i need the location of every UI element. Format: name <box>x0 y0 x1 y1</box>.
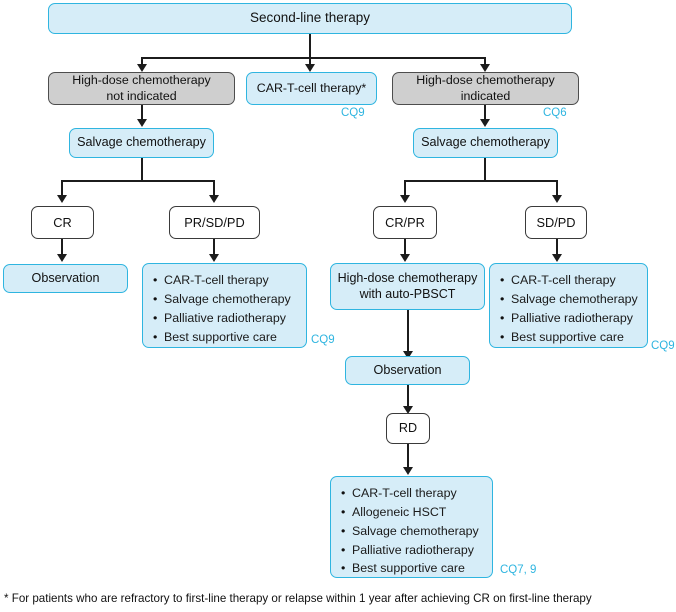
node-observation-left: Observation <box>3 264 128 293</box>
connector-right-crpr-drop <box>404 180 406 196</box>
node-salvage-chemo-left-label: Salvage chemotherapy <box>77 135 206 150</box>
connector-left-to-salvage <box>141 105 143 120</box>
arrowhead-observation-center <box>402 351 413 359</box>
node-car-t-cell-therapy: CAR-T-cell therapy* <box>246 72 377 105</box>
connector-salvage-left-stem <box>141 158 143 181</box>
options-right-list: CAR-T-cell therapy Salvage chemotherapy … <box>500 271 638 346</box>
arrowhead-right-salvage <box>479 119 490 127</box>
connector-drop-center <box>309 57 311 65</box>
list-item: CAR-T-cell therapy <box>500 271 638 290</box>
list-item: CAR-T-cell therapy <box>341 484 483 503</box>
node-cr-label: CR <box>53 214 72 230</box>
connector-right-to-salvage <box>484 105 486 120</box>
options-left-list: CAR-T-cell therapy Salvage chemotherapy … <box>153 271 297 346</box>
node-pr-sd-pd-label: PR/SD/PD <box>184 214 245 230</box>
list-item: Palliative radiotherapy <box>153 309 297 328</box>
arrowhead-left-salvage <box>136 119 147 127</box>
list-item: Best supportive care <box>500 328 638 347</box>
list-item: Salvage chemotherapy <box>500 290 638 309</box>
arrowhead-branch-left <box>136 64 147 72</box>
node-second-line-therapy: Second-line therapy <box>48 3 572 34</box>
connector-left-prsdpd-drop <box>213 180 215 196</box>
connector-left-cr-drop <box>61 180 63 196</box>
arrowhead-options-right <box>551 254 562 262</box>
footnote: * For patients who are refractory to fir… <box>4 592 592 605</box>
connector-rd-to-options-bottom <box>407 444 409 468</box>
node-car-t-cell-therapy-label: CAR-T-cell therapy* <box>256 80 367 95</box>
list-item: Palliative radiotherapy <box>500 309 638 328</box>
node-options-bottom: CAR-T-cell therapy Allogeneic HSCT Salva… <box>330 476 493 578</box>
node-hdc-indicated: High-dose chemotherapy indicated <box>392 72 579 105</box>
node-sd-pd-label: SD/PD <box>536 214 576 230</box>
node-cr-pr-label: CR/PR <box>385 214 425 230</box>
connector-crpr-to-pbsct <box>404 239 406 255</box>
connector-salvage-left-bar <box>61 180 215 182</box>
connector-sdpd-to-options <box>556 239 558 255</box>
connector-pbsct-to-observation <box>407 310 409 352</box>
node-salvage-chemo-right: Salvage chemotherapy <box>413 128 558 158</box>
node-pr-sd-pd: PR/SD/PD <box>169 206 260 239</box>
arrowhead-branch-center <box>304 64 315 72</box>
arrowhead-options-left <box>208 254 219 262</box>
node-hdc-not-indicated: High-dose chemotherapy not indicated <box>48 72 235 105</box>
node-second-line-therapy-label: Second-line therapy <box>249 10 371 26</box>
tag-cq-car-t: CQ9 <box>341 107 365 119</box>
arrowhead-branch-right <box>479 64 490 72</box>
list-item: Allogeneic HSCT <box>341 503 483 522</box>
arrowhead-rd <box>402 406 413 414</box>
tag-cq-options-bottom: CQ7, 9 <box>500 564 537 576</box>
arrowhead-cr <box>56 195 67 203</box>
connector-prsdpd-to-options <box>213 239 215 255</box>
list-item: Best supportive care <box>153 328 297 347</box>
list-item: Best supportive care <box>341 559 483 578</box>
node-hdc-indicated-label: High-dose chemotherapy indicated <box>416 73 555 103</box>
connector-salvage-right-stem <box>484 158 486 181</box>
arrowhead-crpr <box>399 195 410 203</box>
list-item: Palliative radiotherapy <box>341 541 483 560</box>
node-cr: CR <box>31 206 94 239</box>
connector-salvage-right-bar <box>404 180 558 182</box>
arrowhead-pbsct <box>399 254 410 262</box>
node-sd-pd: SD/PD <box>525 206 587 239</box>
connector-branch-bar <box>141 57 485 59</box>
connector-right-sdpd-drop <box>556 180 558 196</box>
connector-drop-right <box>484 57 486 65</box>
tag-cq-hdc-indicated: CQ6 <box>543 107 567 119</box>
arrowhead-prsdpd <box>208 195 219 203</box>
connector-title-stem <box>309 34 311 58</box>
node-rd-label: RD <box>398 420 418 435</box>
list-item: Salvage chemotherapy <box>153 290 297 309</box>
options-bottom-list: CAR-T-cell therapy Allogeneic HSCT Salva… <box>341 484 483 578</box>
connector-cr-to-observation <box>61 239 63 255</box>
node-options-left: CAR-T-cell therapy Salvage chemotherapy … <box>142 263 307 348</box>
connector-drop-left <box>141 57 143 65</box>
node-salvage-chemo-left: Salvage chemotherapy <box>69 128 214 158</box>
list-item: Salvage chemotherapy <box>341 522 483 541</box>
node-options-right: CAR-T-cell therapy Salvage chemotherapy … <box>489 263 648 348</box>
node-observation-center-label: Observation <box>373 362 442 377</box>
arrowhead-observation-left <box>56 254 67 262</box>
node-hdc-not-indicated-label: High-dose chemotherapy not indicated <box>72 73 211 103</box>
tag-cq-options-right: CQ9 <box>651 340 675 352</box>
tag-cq-options-left: CQ9 <box>311 334 335 346</box>
arrowhead-sdpd <box>551 195 562 203</box>
node-hdc-auto-pbsct-label: High-dose chemotherapy with auto-PBSCT <box>337 271 478 301</box>
node-observation-left-label: Observation <box>31 270 100 285</box>
node-hdc-auto-pbsct: High-dose chemotherapy with auto-PBSCT <box>330 263 485 310</box>
arrowhead-options-bottom <box>402 467 413 475</box>
node-cr-pr: CR/PR <box>373 206 437 239</box>
node-observation-center: Observation <box>345 356 470 385</box>
node-salvage-chemo-right-label: Salvage chemotherapy <box>421 135 550 150</box>
connector-observation-to-rd <box>407 385 409 407</box>
list-item: CAR-T-cell therapy <box>153 271 297 290</box>
node-rd: RD <box>386 413 430 444</box>
